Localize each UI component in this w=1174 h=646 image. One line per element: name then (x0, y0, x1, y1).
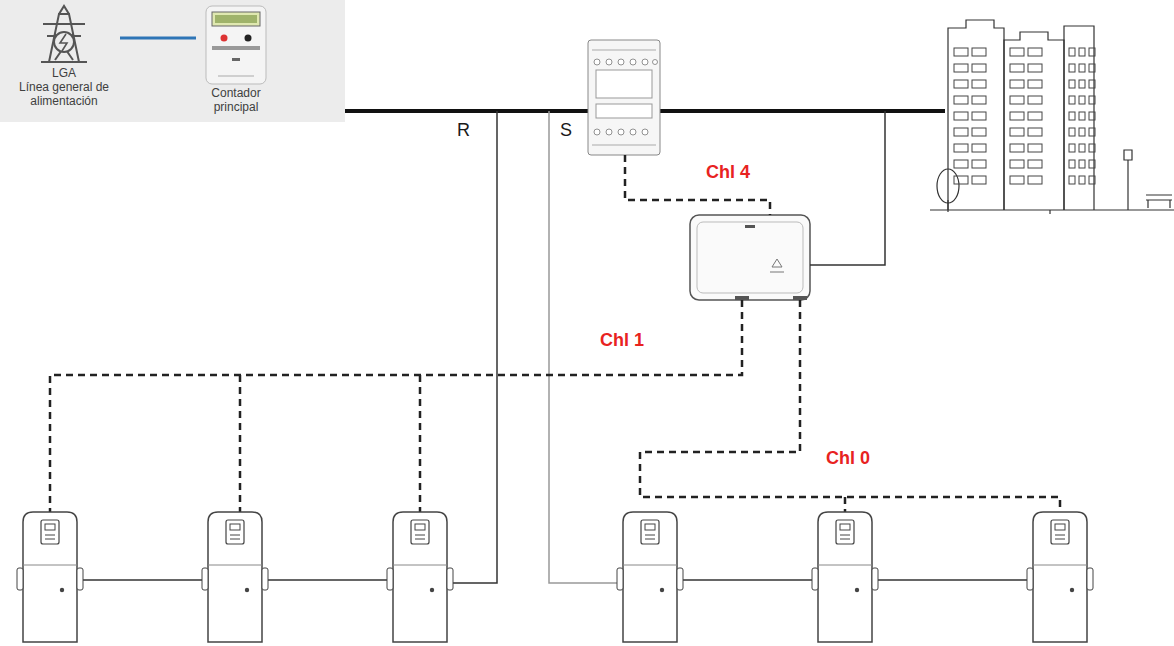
supply-line: LGALínea general de alimentación (8, 4, 120, 108)
node-label: Línea general de alimentación (8, 80, 120, 108)
feeder-r (452, 111, 497, 583)
charger (387, 512, 453, 642)
pylon-icon (29, 4, 99, 66)
phase-label: S (560, 120, 572, 141)
charger (812, 512, 878, 642)
icon (196, 4, 276, 86)
node-label: Contador principal (196, 86, 276, 114)
bus-line (345, 109, 590, 113)
meter-icon (204, 4, 268, 86)
channel-label: Chl 1 (600, 330, 644, 351)
bus-line (660, 109, 945, 113)
panel (0, 0, 345, 122)
icon (8, 4, 120, 66)
chargers (17, 512, 1093, 642)
din-meter (588, 40, 660, 155)
channel-label: Chl 4 (706, 162, 750, 183)
supply-connector (120, 37, 196, 40)
charger (202, 512, 268, 642)
building (930, 20, 1174, 214)
main-meter: Contador principal (196, 4, 276, 114)
charger (1027, 512, 1093, 642)
controller (690, 215, 810, 300)
channel-label: Chl 0 (826, 448, 870, 469)
phase-label: R (457, 120, 470, 141)
comm-bus (50, 155, 1060, 512)
node-title: LGA (8, 66, 120, 80)
charger (617, 512, 683, 642)
charger (17, 512, 83, 642)
building-feed (810, 111, 885, 265)
